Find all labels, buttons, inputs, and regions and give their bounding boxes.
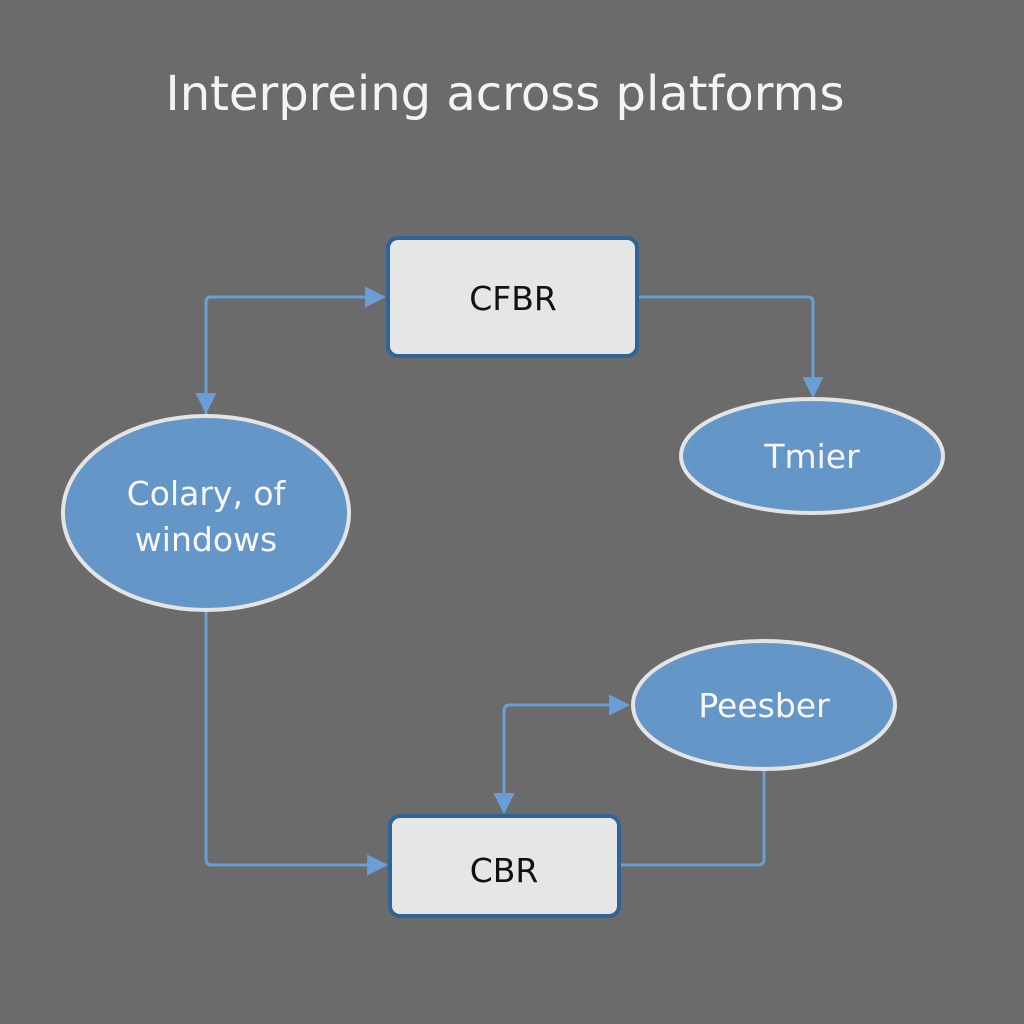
edge-colary-cfbr-in — [204, 286, 387, 414]
node-cfbr[interactable]: CFBR — [386, 236, 639, 358]
node-tmier[interactable]: Tmier — [679, 397, 945, 515]
node-colary-shape — [61, 414, 351, 612]
edge-cbr-peesber — [502, 694, 631, 812]
edge-cfbr-tmier — [639, 295, 824, 399]
node-cfbr-box — [386, 236, 639, 358]
edge-colary-cbr — [204, 612, 389, 876]
node-cbr-label: CBR — [470, 851, 539, 890]
node-colary[interactable]: Colary, of windows — [61, 414, 351, 612]
node-tmier-shape — [679, 397, 945, 515]
node-cbr[interactable]: CBR — [388, 814, 621, 918]
node-cfbr-label: CFBR — [469, 279, 557, 318]
node-peesber[interactable]: Peesber — [631, 639, 897, 771]
diagram-title: Interpreing across platforms — [165, 66, 845, 122]
node-colary-label-line2: windows — [135, 520, 277, 559]
node-peesber-shape — [631, 639, 897, 771]
node-peesber-label: Peesber — [698, 686, 830, 725]
edge-peesber-cbr — [621, 770, 766, 867]
node-cbr-box — [388, 814, 621, 918]
node-colary-label-line1: Colary, of — [127, 474, 287, 513]
node-tmier-label: Tmier — [763, 437, 860, 476]
